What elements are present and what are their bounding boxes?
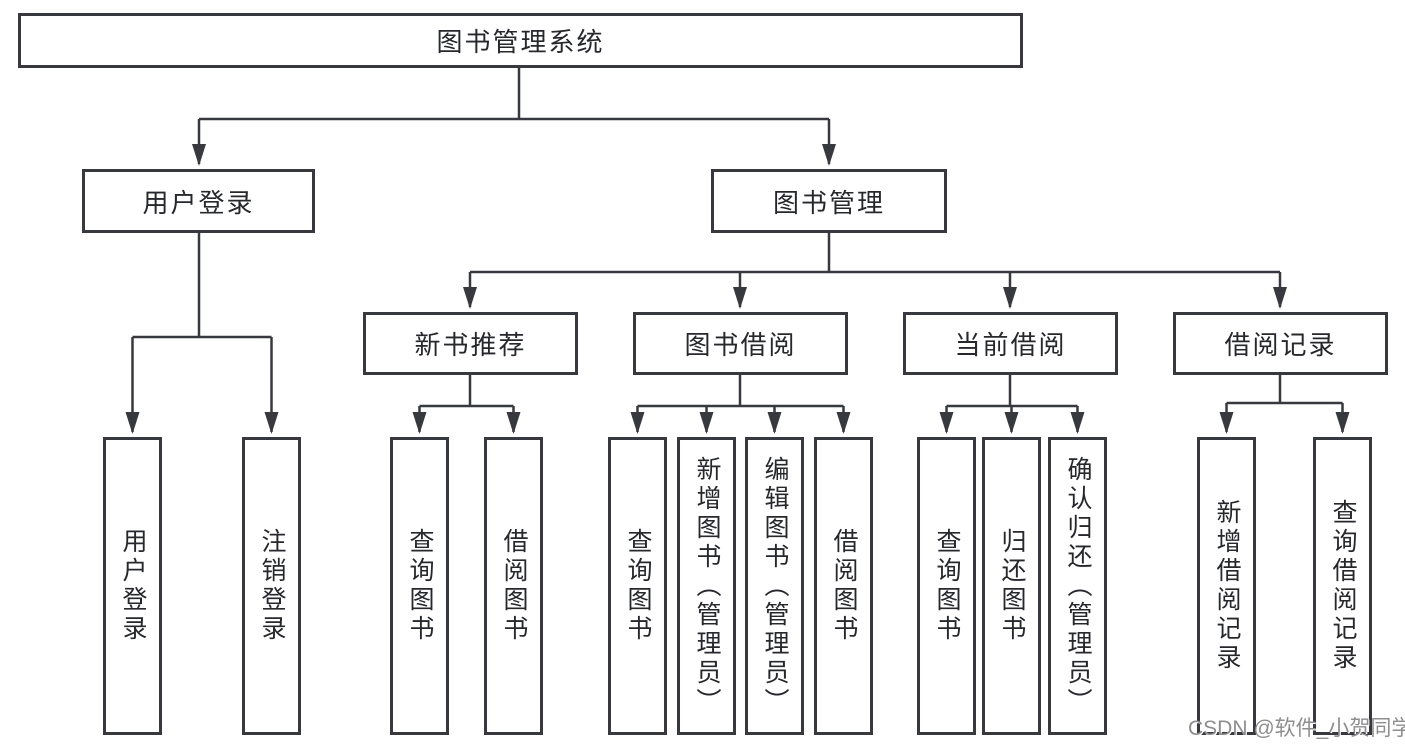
connector-borrow-record-children <box>1219 375 1350 434</box>
connector-book-borrow-children <box>630 375 851 434</box>
leaf-return-books: 归还图书 <box>982 437 1041 735</box>
connector-root-to-level2 <box>192 68 836 166</box>
node-book-mgmt: 图书管理 <box>711 169 947 233</box>
leaf-borrow-books-borrow: 借阅图书 <box>814 437 873 735</box>
leaf-query-books-borrow: 查询图书 <box>608 437 667 735</box>
node-book-borrow: 图书借阅 <box>633 312 848 375</box>
connector-current-borrow-children <box>939 375 1085 434</box>
leaf-borrow-books-newbook: 借阅图书 <box>484 437 543 735</box>
leaf-confirm-return-admin: 确认归还（管理员） <box>1048 437 1107 735</box>
csdn-watermark: CSDN @软件_小贺同学 <box>1188 717 1405 740</box>
leaf-query-books-current: 查询图书 <box>917 437 976 735</box>
node-current-borrow: 当前借阅 <box>903 312 1118 375</box>
leaf-query-borrow-record: 查询借阅记录 <box>1313 437 1372 735</box>
connector-new-book-children <box>412 375 521 434</box>
node-root: 图书管理系统 <box>18 13 1023 68</box>
connector-book-mgmt-to-level3 <box>463 233 1287 309</box>
node-new-book: 新书推荐 <box>363 312 578 375</box>
leaf-logout: 注销登录 <box>242 437 301 735</box>
connector-user-login-children <box>125 233 279 434</box>
node-user-login: 用户登录 <box>82 169 315 233</box>
leaf-edit-books-admin: 编辑图书（管理员） <box>745 437 804 735</box>
node-borrow-record: 借阅记录 <box>1173 312 1388 375</box>
leaf-query-books-newbook: 查询图书 <box>390 437 449 735</box>
leaf-add-books-admin: 新增图书（管理员） <box>677 437 736 735</box>
leaf-user-login: 用户登录 <box>103 437 162 735</box>
leaf-add-borrow-record: 新增借阅记录 <box>1197 437 1256 735</box>
